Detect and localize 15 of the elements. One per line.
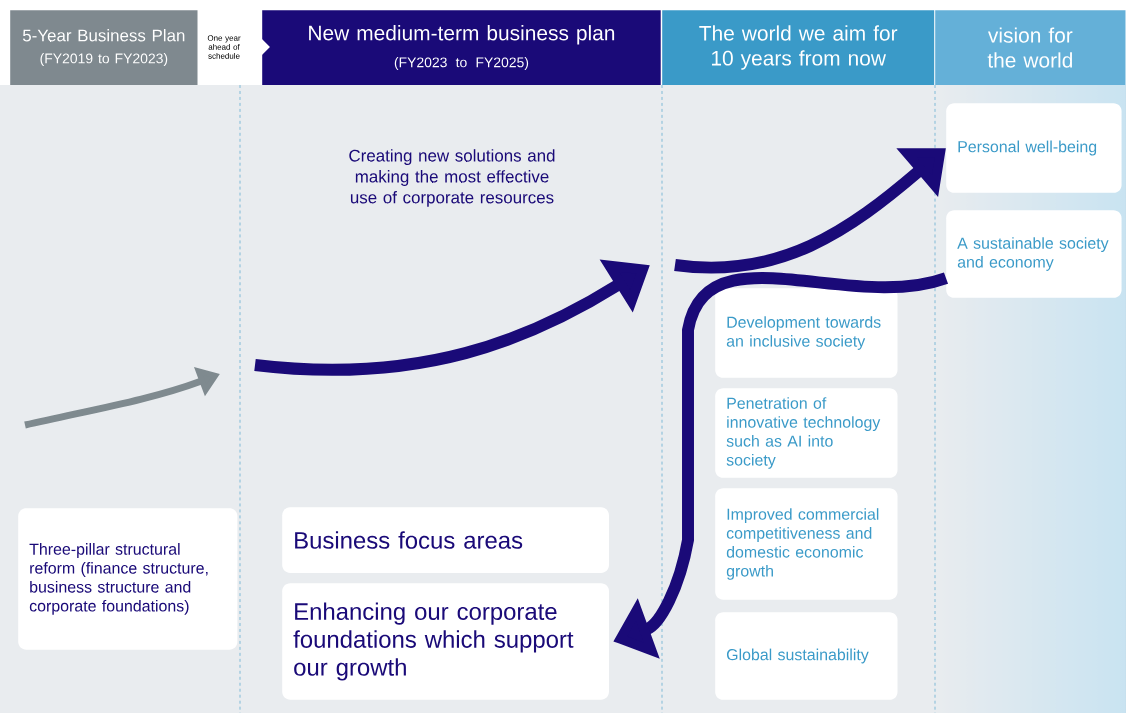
arrow [674, 148, 946, 274]
text-box: A sustainable society and economy [946, 210, 1122, 298]
text-box: Penetration of innovative technology such as AI into society [715, 388, 898, 478]
text-box: Three-pillar structural reform (finance structure, business structure and corporate foundations) [18, 508, 238, 650]
text-box: Development towards an inclusive society [715, 288, 898, 378]
text-box: Improved commercial competitiveness and domestic economic growth [715, 488, 898, 600]
header-band: New medium-term business plan (FY2023 to FY2025) [262, 10, 661, 85]
header-band: 5-Year Business Plan (FY2019 to FY2023) [10, 10, 198, 85]
text-box: Personal well-being [946, 103, 1122, 193]
header-band: The world we aim for 10 years from now [662, 10, 935, 85]
text-box: Enhancing our corporate foundations which support our growth [282, 583, 609, 700]
header-band: vision for the world [935, 10, 1126, 85]
text-box: Business focus areas [282, 507, 609, 573]
text-box: Global sustainability [715, 612, 898, 700]
caption-text: Creating new solutions and making the most effective use of corporate resources [349, 149, 555, 207]
